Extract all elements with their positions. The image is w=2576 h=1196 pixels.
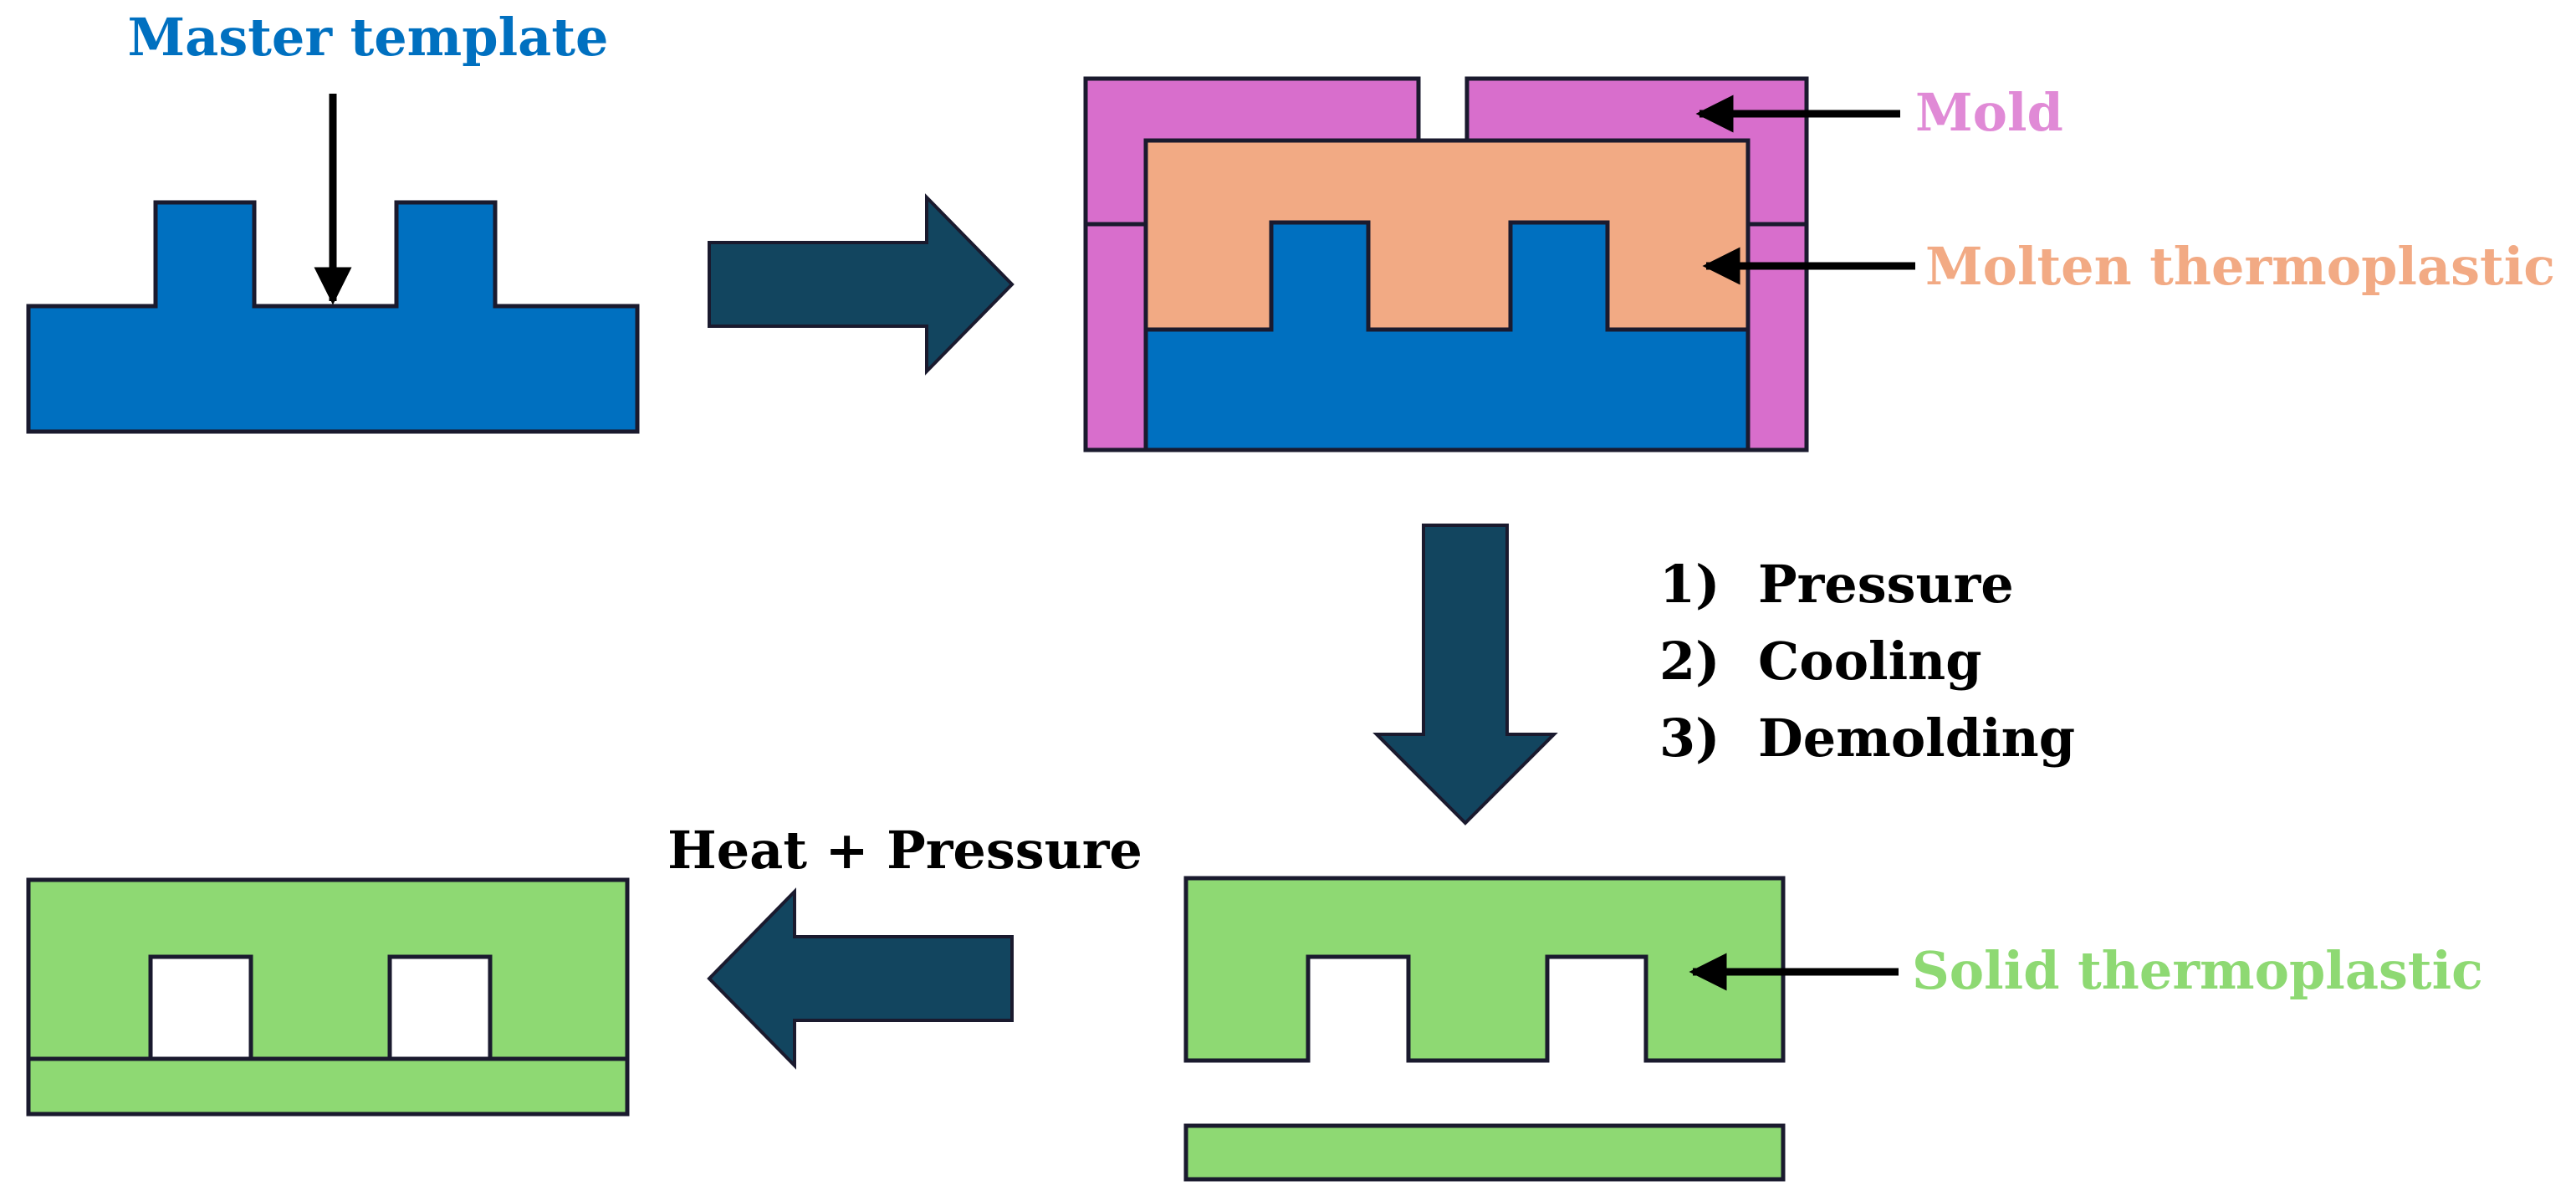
arrow-left-icon	[707, 887, 1014, 1070]
step-number: 2)	[1659, 631, 1720, 692]
arrow-down-icon	[1372, 524, 1558, 825]
mold-label: Mold	[1915, 82, 2063, 143]
bonded-top-layer-shape	[26, 877, 630, 1061]
mold-assembly	[1083, 76, 1809, 452]
molten-thermoplastic-label: Molten thermoplastic	[1925, 236, 2555, 297]
solid-thermoplastic-label: Solid thermoplastic	[1912, 940, 2483, 1001]
step-text: Pressure	[1758, 554, 2014, 615]
microchannel-shape	[148, 954, 253, 1061]
master-template-label: Master template	[128, 7, 609, 68]
solid-thermoplastic-shape	[1183, 876, 1786, 1063]
solid-substrate-shape	[1183, 1123, 1786, 1182]
microchannel-shape	[387, 954, 493, 1061]
step-number: 3)	[1659, 708, 1720, 769]
bonded-substrate-shape	[26, 1056, 630, 1117]
bonded-device-assembly	[26, 877, 630, 1117]
arrow-right-icon	[708, 193, 1015, 376]
step-number: 1)	[1659, 554, 1720, 615]
master-template-shape	[26, 200, 640, 434]
solid-thermoplastic-assembly	[1183, 876, 1786, 1182]
process-steps-list: 1) Pressure 2) Cooling 3) Demolding	[1659, 554, 2075, 769]
inner-template-shape	[1143, 220, 1751, 452]
heat-pressure-label: Heat + Pressure	[667, 820, 1142, 881]
step-text: Demolding	[1758, 708, 2075, 769]
step-text: Cooling	[1758, 631, 1982, 692]
